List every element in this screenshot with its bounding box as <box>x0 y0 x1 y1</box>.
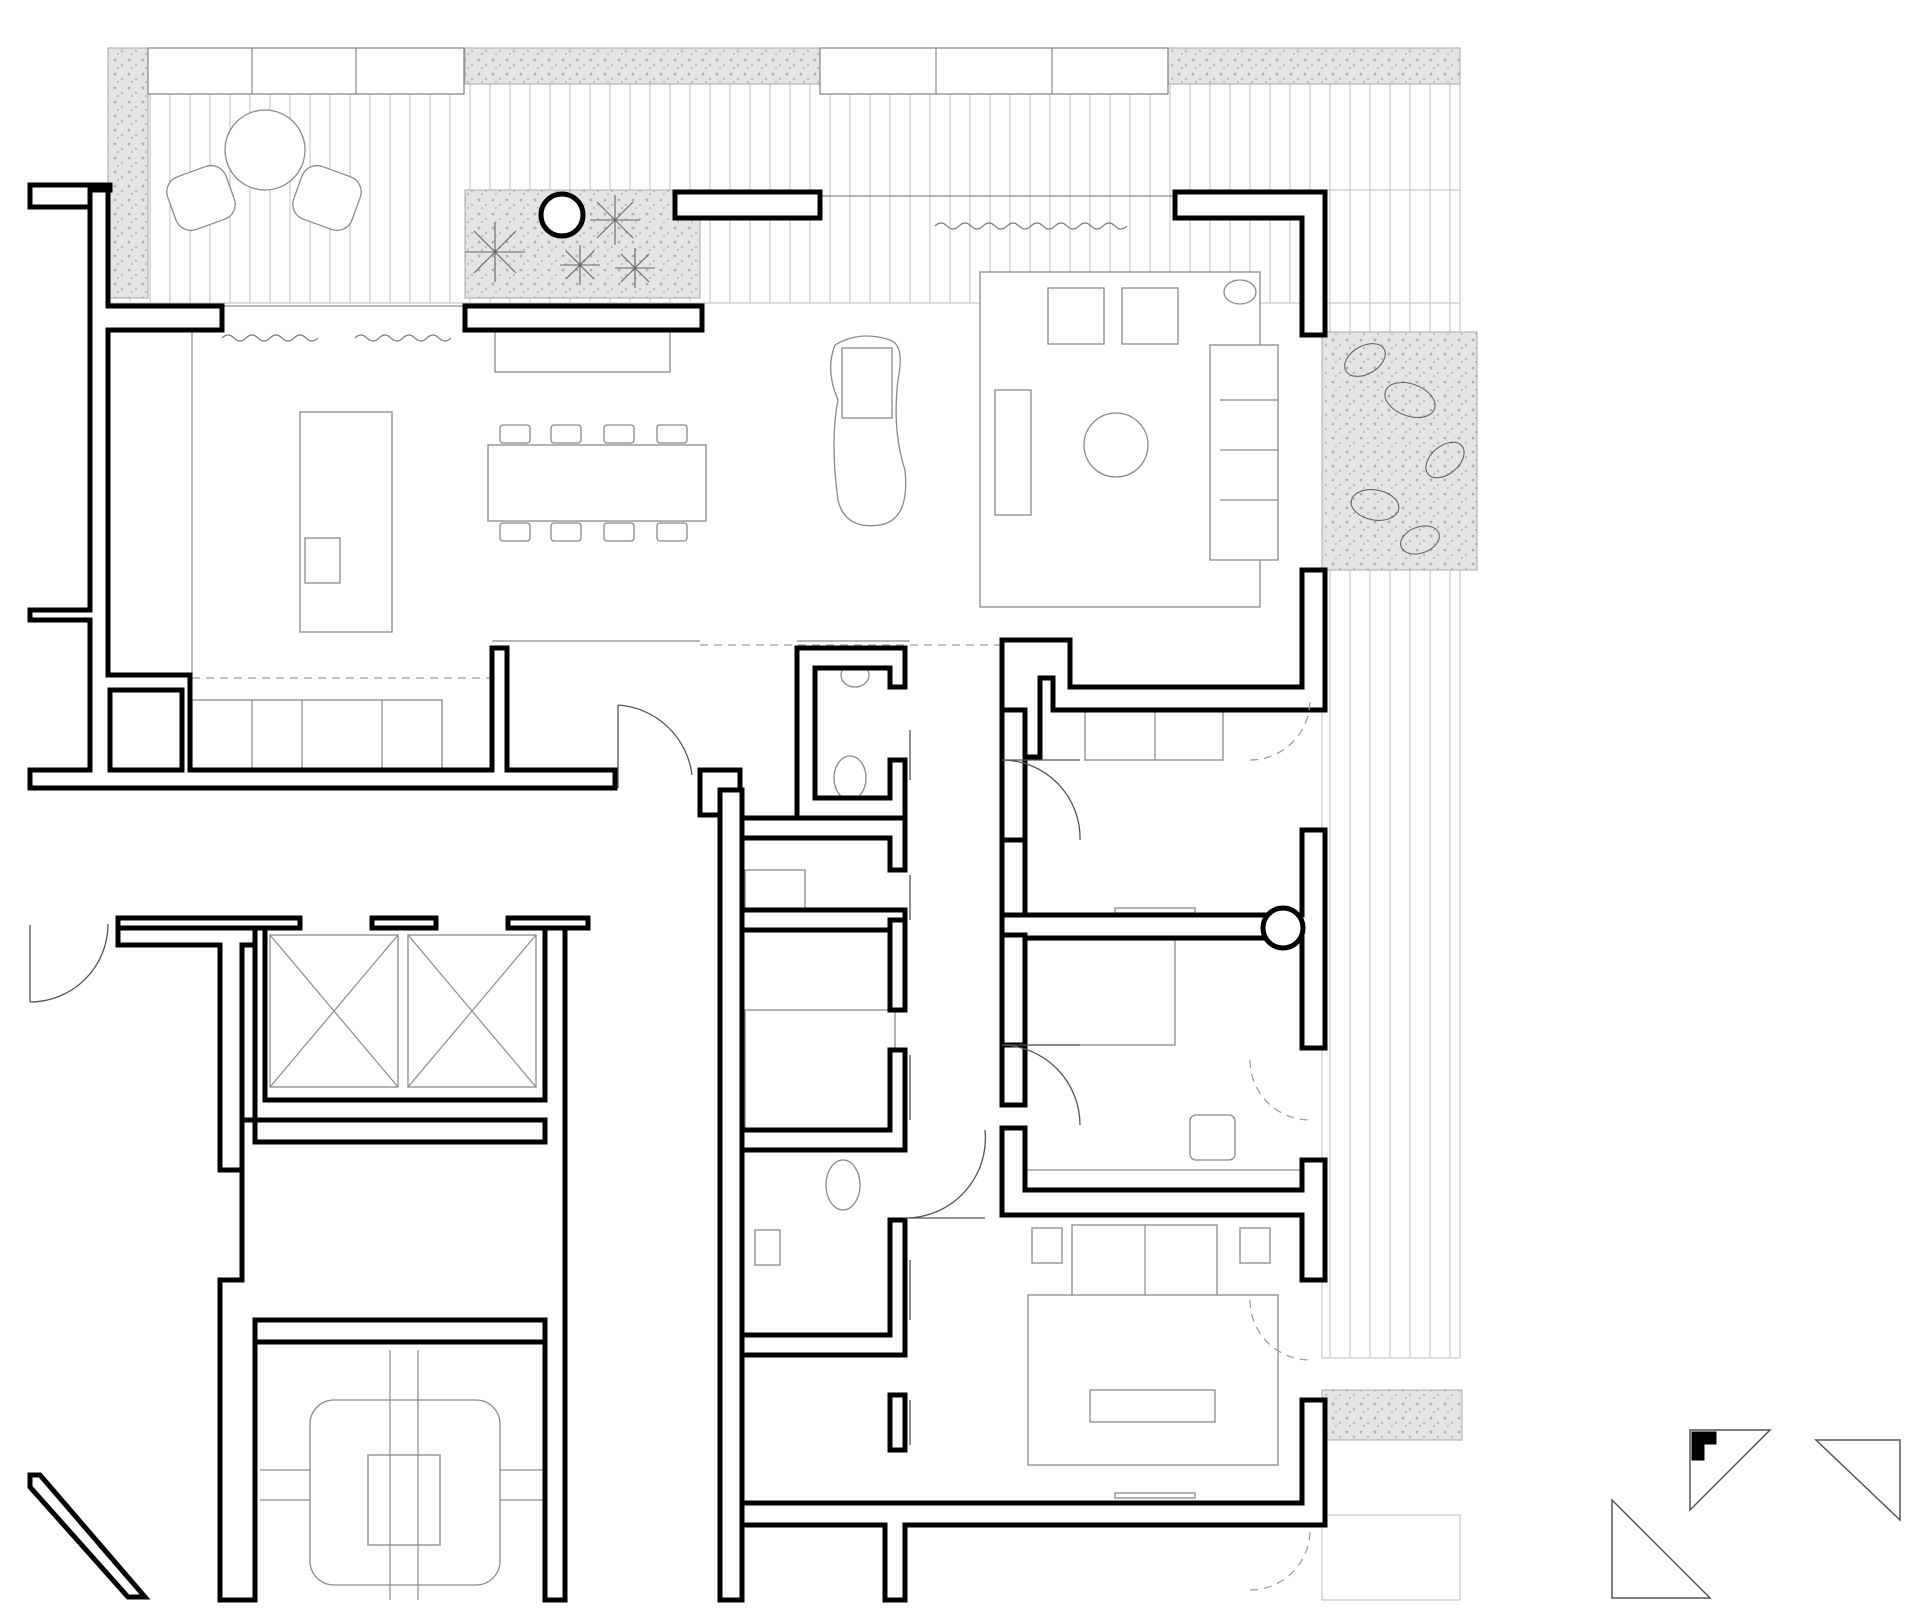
outdoor-round-table <box>224 109 306 191</box>
planter-north-2 <box>1167 47 1461 85</box>
column-round <box>538 191 586 239</box>
wall-core-mid <box>252 1117 548 1145</box>
dining-table <box>487 444 707 522</box>
plant-palm-icon <box>465 195 655 288</box>
key-plan-unit <box>1814 1439 1901 1522</box>
wall-bedroom-west-2 <box>999 1042 1028 1108</box>
nightstand <box>1031 1227 1063 1264</box>
plant-large-leaf-icon <box>1344 343 1465 555</box>
curtains <box>215 195 1175 342</box>
doors <box>29 699 1311 1591</box>
terrace-deck-southeast <box>1321 1514 1461 1601</box>
outdoor-chair <box>166 164 236 232</box>
key-plan-highlight <box>1691 1431 1717 1461</box>
wall-west <box>27 187 618 791</box>
wall-bath-2b <box>739 907 908 933</box>
dining-chairs <box>499 424 688 542</box>
bench-low <box>994 389 1032 516</box>
kitchen-storage <box>191 699 443 773</box>
sink-icon <box>304 537 341 584</box>
nightstand <box>1239 1227 1271 1264</box>
walls <box>27 182 1328 1603</box>
wall-west-storage <box>107 687 185 773</box>
coffee-table <box>1083 412 1149 478</box>
wall-east-living <box>999 567 1328 760</box>
wardrobe-handle <box>1114 907 1196 914</box>
wall-core-north-3 <box>505 915 591 931</box>
wall-bath-5 <box>887 1392 908 1453</box>
washbasin-icon <box>754 1229 781 1266</box>
toilet-icon <box>825 1159 861 1211</box>
wall-planter <box>462 303 705 333</box>
desk-chair <box>1189 1114 1236 1161</box>
wall-core-west <box>115 918 258 1173</box>
wall-bath-3 <box>887 917 908 1013</box>
outdoor-chair <box>292 164 362 232</box>
door-balcony <box>1249 1059 1311 1121</box>
wall-bedroom-west-1 <box>999 707 1028 843</box>
door-entry <box>617 704 693 788</box>
door-balcony <box>1249 699 1311 761</box>
armchair <box>1121 287 1179 345</box>
shower-tray <box>744 1009 896 1151</box>
key-plan <box>1611 1429 1901 1599</box>
key-plan-unit <box>1611 1498 1712 1599</box>
wall-partition-bed1-bed2 <box>999 837 1028 918</box>
wall-corridor-strip <box>717 787 745 1603</box>
kitchen-island <box>299 411 393 633</box>
wall-bath-3b <box>739 1047 908 1153</box>
wall-bath-2 <box>739 815 908 873</box>
wall-bath-4 <box>739 1217 908 1358</box>
door-bath <box>904 1129 987 1219</box>
wardrobe-handle <box>1114 1492 1196 1499</box>
wall-north-east <box>1172 189 1328 338</box>
wall-southwest-diagonal <box>27 1472 151 1600</box>
wall-core-lower <box>252 1317 548 1345</box>
sofa <box>1209 344 1279 561</box>
wall-north-mid <box>672 189 823 221</box>
door-bedroom-2 <box>1001 1044 1081 1126</box>
daybed-slats <box>841 347 893 419</box>
planter-east <box>1321 331 1478 571</box>
armchair <box>1047 287 1105 345</box>
terrace <box>107 47 1478 1601</box>
planter-southeast <box>1321 1389 1463 1441</box>
door-bedroom-1 <box>1001 759 1081 841</box>
wall-core-north-2 <box>369 915 439 931</box>
planter-north-west <box>107 47 149 299</box>
door-balcony <box>1249 1299 1311 1361</box>
desk-bedroom-2 <box>1009 939 1176 1046</box>
toilet-icon <box>833 755 867 801</box>
bench-north-east <box>819 47 1169 95</box>
bench-bed <box>1089 1389 1216 1423</box>
bed-rug <box>1027 1294 1279 1466</box>
wall-east-bed2 <box>999 932 1028 1048</box>
door-balcony <box>1249 1529 1311 1591</box>
key-plan-selected <box>1689 1429 1772 1512</box>
column-half <box>1260 905 1306 951</box>
bench-north-west <box>147 47 465 95</box>
lamp-side-table <box>1223 279 1257 305</box>
door-stair-west <box>29 923 109 1003</box>
stairwell <box>260 1350 550 1600</box>
wall-east-bed2-lower <box>999 1125 1328 1283</box>
planter-north-1 <box>464 47 821 85</box>
sideboard <box>494 329 671 373</box>
